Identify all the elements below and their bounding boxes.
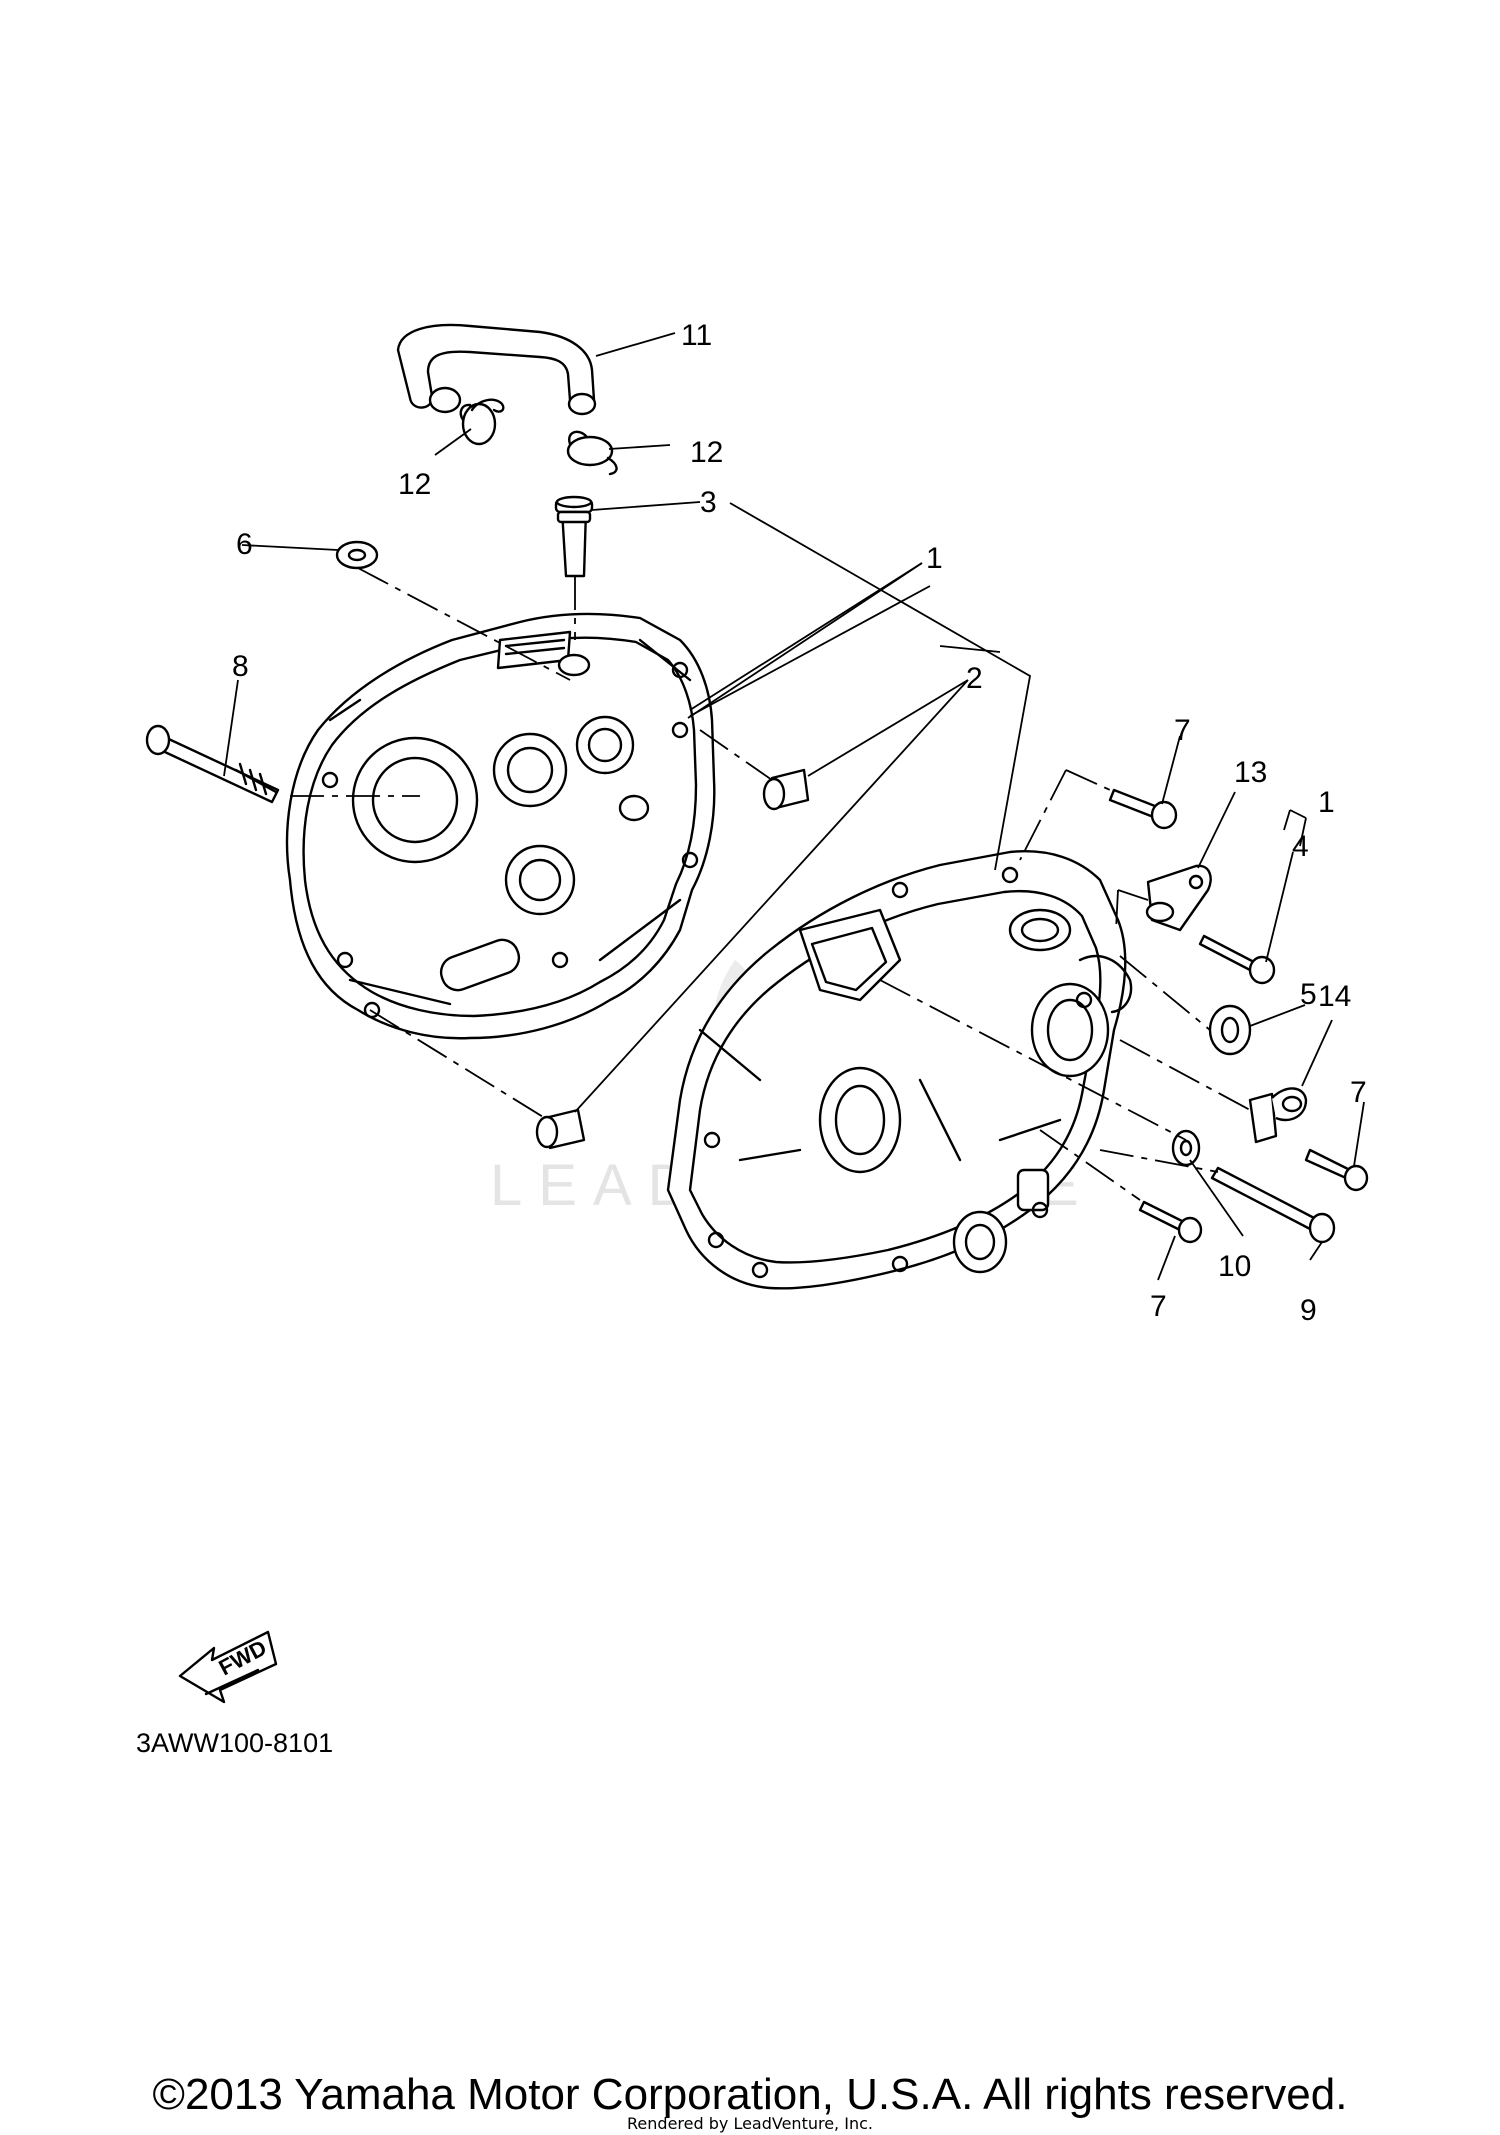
long-bolt bbox=[145, 724, 280, 804]
callout-4: 4 bbox=[1292, 830, 1309, 863]
bolt-7-top bbox=[1108, 788, 1178, 830]
callout-9: 9 bbox=[1300, 1294, 1317, 1327]
fwd-arrow-icon: FWD bbox=[178, 1630, 278, 1704]
diagram-code: 3AWW100-8101 bbox=[136, 1728, 333, 1758]
oil-seal bbox=[335, 540, 379, 570]
leader-lines bbox=[223, 332, 1365, 1281]
bolt-7-right bbox=[1304, 1148, 1369, 1192]
clamp-14 bbox=[1248, 1087, 1308, 1144]
callout-5: 5 bbox=[1300, 978, 1317, 1011]
breather-pipe bbox=[554, 495, 594, 578]
crankcase-left bbox=[285, 612, 716, 1040]
bolt-7-bottom bbox=[1138, 1200, 1203, 1244]
callout-7-top: 7 bbox=[1174, 714, 1191, 747]
bolt-4 bbox=[1198, 934, 1276, 985]
callout-12-right: 12 bbox=[690, 436, 723, 469]
callout-11: 11 bbox=[681, 319, 712, 352]
bolt-9 bbox=[1210, 1166, 1336, 1244]
bracket-13 bbox=[1145, 864, 1212, 932]
callout-labels: 11 12 12 3 1 6 2 8 7 13 1 4 5 14 7 10 9 … bbox=[232, 319, 1367, 1327]
assembly-lines bbox=[290, 567, 1251, 1201]
callout-7-bottom: 7 bbox=[1150, 1290, 1167, 1323]
callout-3: 3 bbox=[700, 486, 717, 519]
callout-6: 6 bbox=[236, 528, 253, 561]
callout-1-top: 1 bbox=[926, 542, 943, 575]
callout-7-right: 7 bbox=[1350, 1076, 1367, 1109]
callout-12-left: 12 bbox=[398, 468, 431, 501]
callout-2: 2 bbox=[966, 662, 983, 695]
hose-clip-right bbox=[566, 430, 618, 476]
callout-14: 14 bbox=[1318, 980, 1351, 1013]
callout-13: 13 bbox=[1234, 756, 1267, 789]
callout-1-right: 1 bbox=[1318, 786, 1335, 819]
washer-10 bbox=[1171, 1129, 1201, 1167]
dowel-pin-lower bbox=[535, 1108, 586, 1150]
callout-10: 10 bbox=[1218, 1250, 1251, 1283]
hose-clip-left bbox=[459, 398, 505, 446]
washer-5 bbox=[1208, 1004, 1252, 1056]
dowel-pin-upper bbox=[762, 768, 810, 811]
rendered-by-credit: Rendered by LeadVenture, Inc. bbox=[627, 2114, 873, 2133]
callout-8: 8 bbox=[232, 650, 249, 683]
breather-hose bbox=[396, 323, 597, 416]
crankcase-right bbox=[666, 850, 1133, 1290]
copyright-notice: ©2013 Yamaha Motor Corporation, U.S.A. A… bbox=[152, 2070, 1348, 2119]
